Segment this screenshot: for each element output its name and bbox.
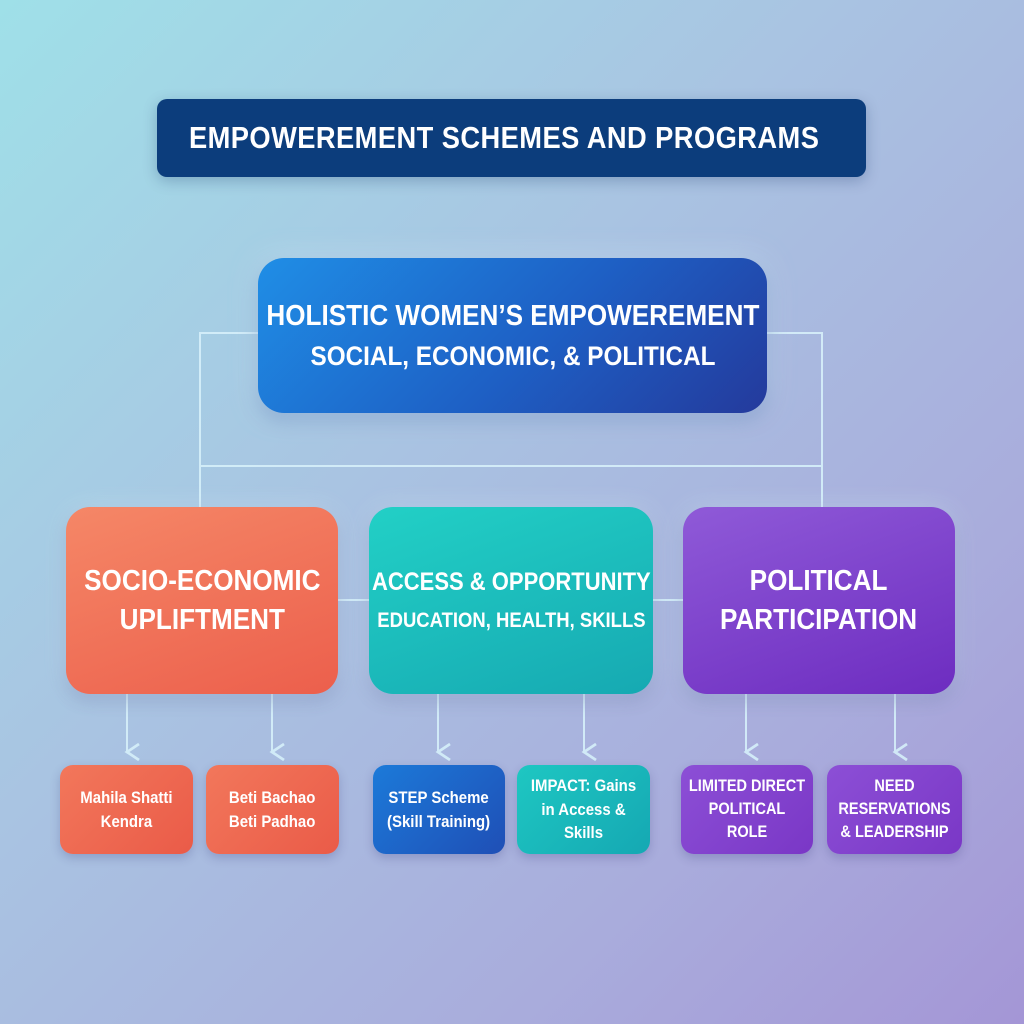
leaf-label: STEP Scheme (Skill Training)	[387, 787, 491, 831]
root-title: HOLISTIC WOMEN’S EMPOWEREMENT	[265, 299, 760, 332]
root-subtitle: SOCIAL, ECONOMIC, & POLITICAL	[310, 340, 715, 371]
category-access-opportunity: ACCESS & OPPORTUNITY EDUCATION, HEALTH, …	[369, 507, 653, 694]
leaf-need-reservations: NEED RESERVATIONS & LEADERSHIP	[827, 765, 962, 854]
category-title: SOCIO-ECONOMIC UPLIFTMENT	[83, 565, 321, 636]
leaf-mahila-shatti-kendra: Mahila Shatti Kendra	[60, 765, 193, 854]
title-bar: EMPOWEREMENT SCHEMES AND PROGRAMS	[157, 99, 866, 177]
leaf-step-scheme: STEP Scheme (Skill Training)	[373, 765, 505, 854]
connector-root-left	[199, 332, 258, 507]
page-title: EMPOWEREMENT SCHEMES AND PROGRAMS	[189, 120, 820, 155]
category-subtitle: EDUCATION, HEALTH, SKILLS	[376, 609, 646, 632]
leaf-impact-gains: IMPACT: Gains in Access & Skills	[517, 765, 650, 854]
leaf-label: Beti Bachao Beti Padhao	[229, 787, 316, 831]
leaf-label: NEED RESERVATIONS & LEADERSHIP	[838, 776, 951, 842]
leaf-limited-political-role: LIMITED DIRECT POLITICAL ROLE	[681, 765, 813, 854]
root-node-holistic-empowerment: HOLISTIC WOMEN’S EMPOWEREMENT SOCIAL, EC…	[258, 258, 767, 413]
leaf-label: LIMITED DIRECT POLITICAL ROLE	[688, 776, 806, 842]
leaf-beti-bachao: Beti Bachao Beti Padhao	[206, 765, 339, 854]
category-title: ACCESS & OPPORTUNITY	[371, 568, 651, 596]
category-title: POLITICAL PARTICIPATION	[720, 565, 918, 636]
category-political-participation: POLITICAL PARTICIPATION	[683, 507, 955, 694]
category-socio-economic: SOCIO-ECONOMIC UPLIFTMENT	[66, 507, 338, 694]
connector-root-right	[767, 332, 823, 507]
leaf-label: IMPACT: Gains in Access & Skills	[530, 775, 637, 843]
leaf-label: Mahila Shatti Kendra	[80, 787, 173, 831]
